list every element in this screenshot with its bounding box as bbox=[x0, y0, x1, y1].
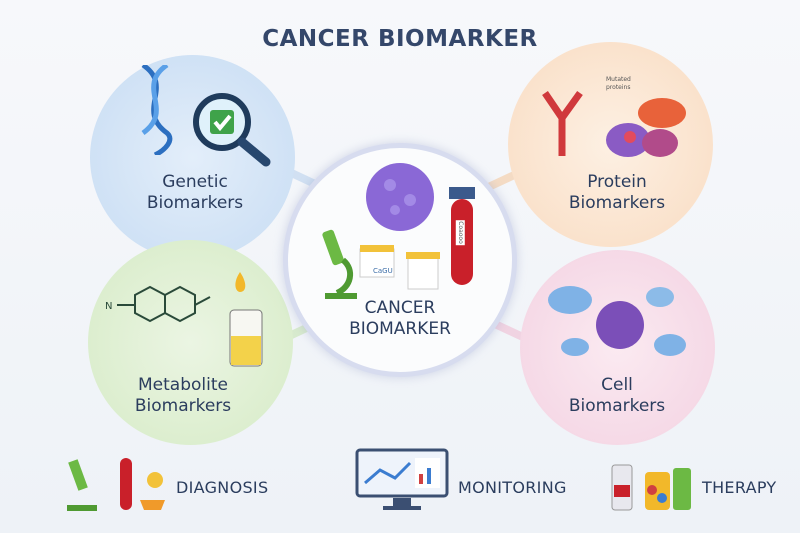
svg-text:N: N bbox=[105, 301, 112, 312]
therapy-label: THERAPY bbox=[702, 478, 777, 497]
label-line: BIOMARKER bbox=[349, 319, 451, 339]
sample-cup-icon bbox=[406, 252, 440, 290]
monitoring-label: MONITORING bbox=[458, 478, 567, 497]
note-line: Mutated bbox=[606, 76, 631, 83]
diagnosis-icon bbox=[67, 458, 165, 511]
cancer-cell-icon bbox=[366, 163, 434, 231]
page-title: CANCER BIOMARKER bbox=[262, 26, 538, 52]
label-line: Protein bbox=[587, 172, 647, 192]
flask-icon bbox=[229, 272, 263, 367]
cells-icon bbox=[548, 286, 686, 356]
cup-label: CaGU bbox=[373, 267, 393, 275]
label-line: Biomarkers bbox=[134, 396, 232, 416]
diagnosis-label: DIAGNOSIS bbox=[176, 478, 269, 497]
label-line: Biomarkers bbox=[568, 396, 666, 416]
label-line: Genetic bbox=[162, 172, 228, 192]
molecule-icon: N bbox=[105, 285, 211, 323]
therapy-icon bbox=[611, 464, 691, 511]
label-line: Biomarkers bbox=[568, 193, 666, 213]
note-line: proteins bbox=[606, 84, 631, 91]
protein-blobs-icon bbox=[606, 98, 686, 157]
label-line: Cell bbox=[601, 375, 633, 395]
sample-cup-icon bbox=[359, 245, 395, 278]
dna-icon bbox=[141, 65, 173, 155]
microscope-icon bbox=[322, 229, 357, 299]
antibody-icon bbox=[542, 90, 583, 156]
label-line: Metabolite bbox=[138, 375, 228, 395]
monitoring-icon bbox=[355, 448, 449, 510]
label-line: CANCER bbox=[364, 298, 436, 318]
magnifier-check-icon bbox=[193, 93, 271, 167]
tube-label: Coaooo bbox=[455, 220, 465, 245]
label-line: Biomarkers bbox=[146, 193, 244, 213]
